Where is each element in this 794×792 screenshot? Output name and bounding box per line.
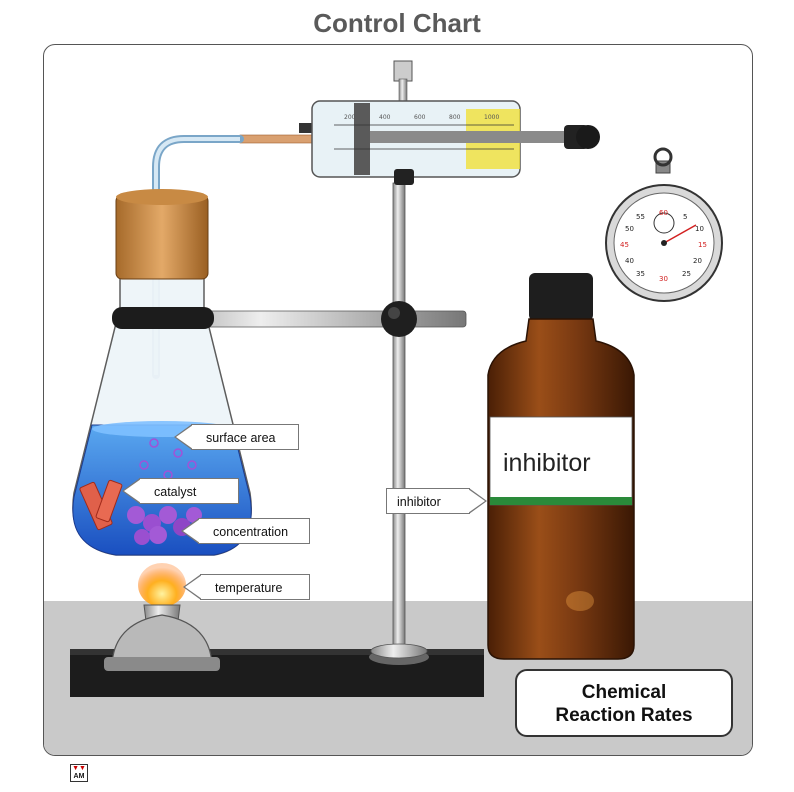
stopwatch-5: 5 bbox=[683, 213, 687, 221]
bottle-label-panel bbox=[489, 416, 633, 506]
callout-inhibitor: inhibitor bbox=[386, 488, 487, 514]
stopwatch-50: 50 bbox=[625, 225, 634, 233]
callout-surface-area: surface area bbox=[174, 424, 299, 450]
caption-line-1: Chemical bbox=[581, 682, 667, 703]
stopwatch-45: 45 bbox=[620, 241, 629, 249]
publisher-logo: ▼▼AM bbox=[70, 764, 88, 782]
stopwatch-20: 20 bbox=[693, 257, 702, 265]
bunsen-burner bbox=[104, 563, 220, 671]
gas-syringe: 200 400 600 800 1000 bbox=[239, 60, 600, 185]
syringe-scale bbox=[334, 124, 514, 150]
stopwatch-30: 30 bbox=[659, 275, 668, 283]
syringe-scale-1000: 1000 bbox=[484, 114, 499, 121]
catalyst-pieces bbox=[79, 479, 123, 531]
syringe-scale-200: 200 bbox=[344, 114, 356, 121]
stopwatch-25: 25 bbox=[682, 270, 691, 278]
stopwatch-10: 10 bbox=[695, 225, 704, 233]
stopwatch-15: 15 bbox=[698, 241, 707, 249]
caption-box: Chemical Reaction Rates bbox=[515, 669, 733, 737]
flame bbox=[138, 563, 186, 607]
stopwatch-60: 60 bbox=[659, 209, 668, 217]
stopwatch-35: 35 bbox=[636, 270, 645, 278]
callout-temperature: temperature bbox=[183, 574, 310, 600]
syringe-scale-800: 800 bbox=[449, 114, 461, 121]
bottle-label-text: inhibitor bbox=[503, 449, 591, 477]
caption-line-2: Reaction Rates bbox=[555, 705, 693, 726]
stand-rod bbox=[369, 182, 429, 665]
callout-concentration: concentration bbox=[181, 518, 310, 544]
illustration-frame: 200 400 600 800 1000 bbox=[43, 44, 753, 756]
syringe-scale-600: 600 bbox=[414, 114, 426, 121]
inhibitor-bottle bbox=[487, 273, 635, 660]
lab-scene: 200 400 600 800 1000 bbox=[70, 60, 723, 697]
bottle-label-stripe bbox=[490, 497, 632, 505]
stopwatch-40: 40 bbox=[625, 257, 634, 265]
stopwatch bbox=[605, 147, 723, 302]
page-title: Control Chart bbox=[313, 8, 481, 38]
stopwatch-55: 55 bbox=[636, 213, 645, 221]
callout-catalyst: catalyst bbox=[122, 478, 239, 504]
bottle-cap bbox=[529, 273, 593, 321]
syringe-scale-400: 400 bbox=[379, 114, 391, 121]
